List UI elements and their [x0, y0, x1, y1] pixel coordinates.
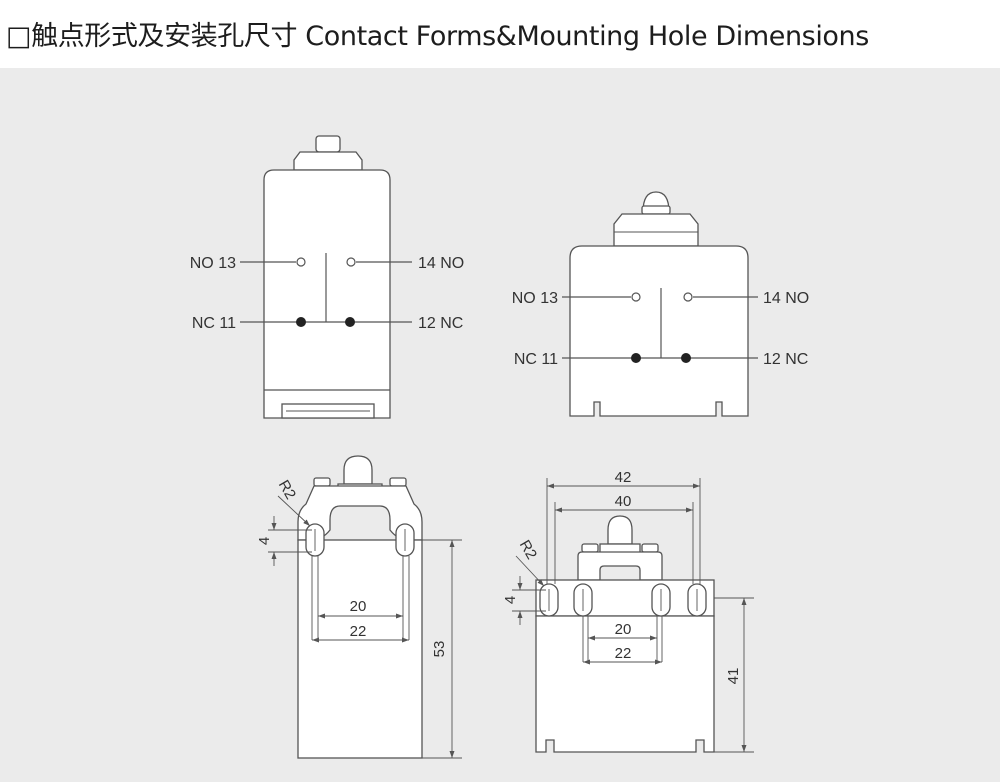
label-nc11: NC 11: [192, 315, 236, 332]
contact-diagram-wide: NO 13 NC 11 14 NO 12 NC: [512, 191, 809, 417]
plunger-icon: [607, 515, 633, 545]
plunger-cap: [613, 213, 699, 247]
dim-width-outer: 42: [615, 469, 632, 486]
screw-icon: [641, 543, 659, 553]
dim-radius: R2: [275, 477, 299, 502]
contact-open-icon: [683, 292, 693, 302]
label-no13: NO 13: [512, 290, 558, 307]
contact-closed-icon: [631, 353, 641, 363]
plunger-icon: [315, 135, 341, 153]
dim-height: 53: [431, 641, 448, 658]
switch-body: [569, 245, 749, 417]
contact-closed-icon: [296, 317, 306, 327]
label-nc12: 12 NC: [763, 351, 808, 368]
plunger-cap: [293, 151, 363, 171]
dim-height: 41: [725, 668, 742, 685]
contact-closed-icon: [681, 353, 691, 363]
switch-body: [263, 169, 391, 419]
head-bracket: [297, 485, 423, 541]
label-nc11: NC 11: [514, 351, 558, 368]
dim-outer: 22: [350, 623, 367, 640]
contact-closed-icon: [345, 317, 355, 327]
dim-inner: 20: [615, 621, 632, 638]
contact-open-icon: [346, 257, 356, 267]
plunger-icon: [343, 455, 373, 485]
label-no13: NO 13: [190, 255, 236, 272]
mounting-diagram-tall: 20 22 4 R2 53: [256, 455, 462, 759]
screw-icon: [313, 477, 331, 487]
dim-radius: R2: [516, 537, 540, 562]
mounting-diagram-wide: 42 40 20 22 4 R2 41: [502, 469, 754, 753]
label-no14: 14 NO: [418, 255, 464, 272]
label-nc12: 12 NC: [418, 315, 463, 332]
page-header: □触点形式及安装孔尺寸 Contact Forms&Mounting Hole …: [0, 0, 1000, 68]
page-title: □触点形式及安装孔尺寸 Contact Forms&Mounting Hole …: [6, 21, 869, 52]
screw-icon: [581, 543, 599, 553]
dim-hole: 4: [256, 537, 273, 545]
dim-outer: 22: [615, 645, 632, 662]
switch-body: [297, 539, 423, 759]
dim-width-inner: 40: [615, 493, 632, 510]
label-no14: 14 NO: [763, 290, 809, 307]
drawing-panel: NO 13 NC 11 14 NO 12 NC NO 13 NC 11 14 N…: [0, 68, 1000, 782]
contact-open-icon: [296, 257, 306, 267]
dim-hole: 4: [502, 596, 519, 604]
head-top: [577, 551, 663, 581]
contact-open-icon: [631, 292, 641, 302]
head-bracket: [535, 579, 715, 617]
contact-diagram-tall: NO 13 NC 11 14 NO 12 NC: [190, 135, 464, 419]
dim-inner: 20: [350, 598, 367, 615]
screw-icon: [389, 477, 407, 487]
technical-drawing: NO 13 NC 11 14 NO 12 NC NO 13 NC 11 14 N…: [190, 135, 809, 759]
